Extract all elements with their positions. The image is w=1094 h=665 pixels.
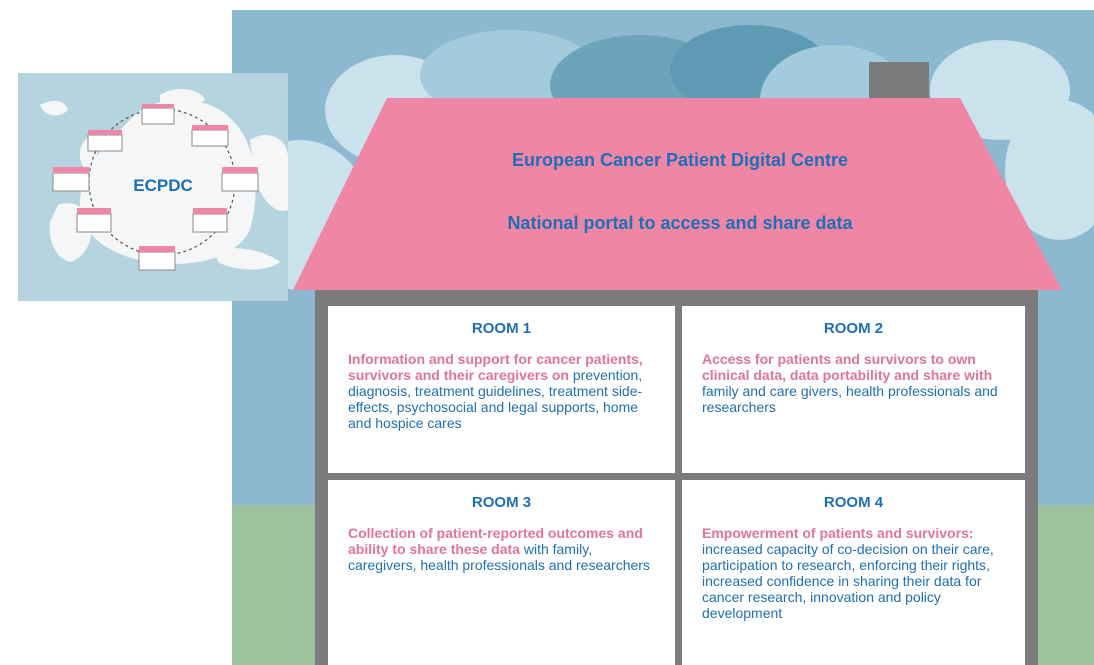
- room-1-body: prevention, diagnosis, treatment guideli…: [348, 367, 643, 431]
- roof-title: European Cancer Patient Digital Centre: [511, 150, 849, 170]
- room-1: ROOM 1 Information and support for cance…: [328, 306, 675, 431]
- map-house-icon: [221, 167, 259, 192]
- map-house-icon: [141, 104, 175, 125]
- room-4-box: [682, 480, 1025, 665]
- map-house-icon: [76, 208, 112, 233]
- room-2-text: Access for patients and survivors to own…: [702, 351, 1005, 415]
- map-house-icon: [87, 130, 123, 152]
- map-house-icon: [191, 125, 229, 147]
- map-house-icon: [138, 246, 176, 271]
- roof-subtitle: National portal to access and share data: [507, 213, 853, 233]
- room-3-text: Collection of patient-reported outcomes …: [348, 525, 655, 573]
- room-3-box: [328, 480, 675, 665]
- room-4-text: Empowerment of patients and survivors: i…: [702, 525, 1005, 621]
- room-4: ROOM 4 Empowerment of patients and survi…: [682, 480, 1025, 621]
- map-house-icon: [192, 208, 228, 233]
- room-2-body: family and care givers, health professio…: [702, 383, 998, 415]
- room-2-title: ROOM 2: [823, 320, 884, 337]
- room-1-text: Information and support for cancer patie…: [348, 351, 655, 431]
- room-2: ROOM 2 Access for patients and survivors…: [682, 306, 1025, 415]
- room-2-box: [682, 306, 1025, 473]
- europe-map: [18, 73, 288, 301]
- room-4-highlight: Empowerment of patients and survivors:: [702, 525, 974, 541]
- room-3: ROOM 3 Collection of patient-reported ou…: [328, 480, 675, 573]
- room-2-highlight: Access for patients and survivors to own…: [702, 351, 993, 383]
- room-1-highlight: Information and support for cancer patie…: [348, 351, 643, 383]
- room-4-title: ROOM 4: [823, 494, 884, 511]
- room-3-title: ROOM 3: [471, 494, 532, 511]
- map-house-icon: [52, 167, 90, 192]
- room-3-body: with family, caregivers, health professi…: [348, 541, 650, 573]
- map-label: ECPDC: [133, 176, 193, 195]
- room-1-box: [328, 306, 675, 473]
- room-4-body: increased capacity of co-decision on the…: [702, 541, 994, 621]
- room-1-title: ROOM 1: [471, 320, 532, 337]
- room-3-highlight: Collection of patient-reported outcomes …: [348, 525, 643, 557]
- roof: [293, 98, 1062, 290]
